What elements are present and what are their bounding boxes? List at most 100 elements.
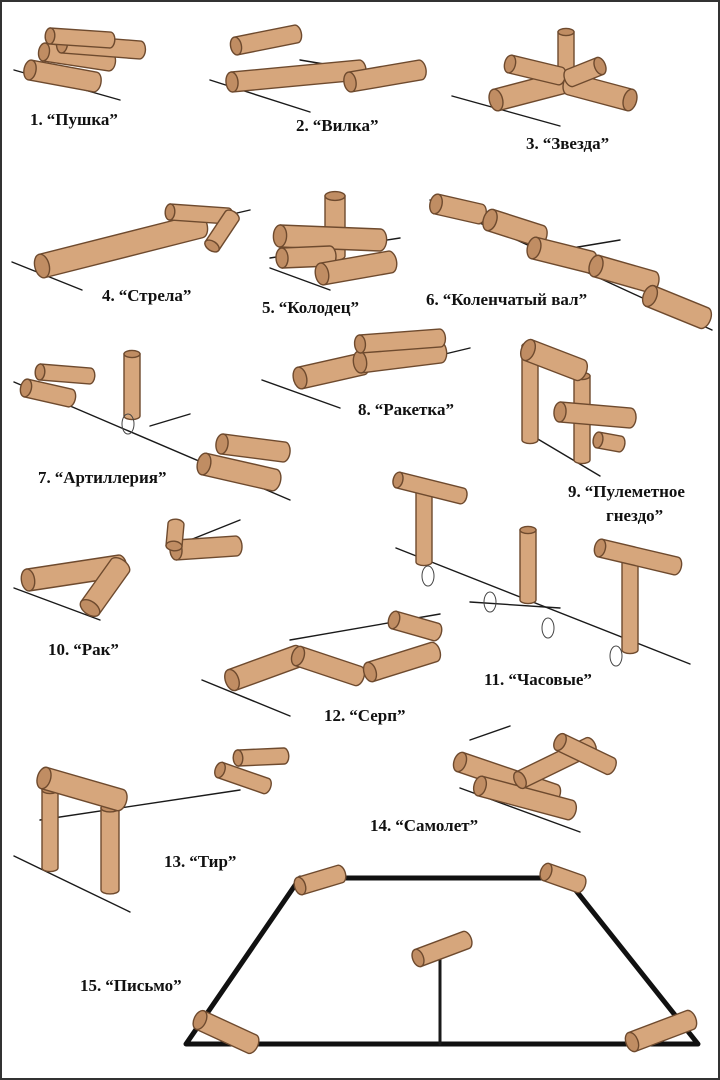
log-end xyxy=(215,433,229,455)
log-body xyxy=(200,452,282,492)
ground-line xyxy=(469,725,511,741)
log-5a xyxy=(272,224,388,252)
log-body xyxy=(627,1009,698,1053)
ground-line xyxy=(13,855,131,913)
post-top xyxy=(123,349,141,359)
log-end xyxy=(196,452,212,476)
log-end xyxy=(314,262,330,286)
log-body xyxy=(413,930,473,968)
log-body xyxy=(395,471,468,505)
log-body xyxy=(48,27,116,49)
log-end xyxy=(290,645,306,667)
ground-line xyxy=(395,547,691,665)
log-9a xyxy=(519,338,589,382)
post-body xyxy=(521,345,539,445)
log-end xyxy=(593,538,607,558)
log-end xyxy=(232,749,244,767)
caption-1: 1.“Пушка” xyxy=(30,110,118,129)
log-end xyxy=(411,948,425,968)
ground-line xyxy=(13,587,101,621)
log-end xyxy=(292,366,308,390)
log-10d xyxy=(165,518,185,552)
log-2c xyxy=(343,59,427,93)
log-6c xyxy=(526,236,598,274)
letter-outline xyxy=(183,875,701,1047)
log-11a xyxy=(392,471,468,505)
log-7b xyxy=(34,363,96,385)
log-end xyxy=(165,540,183,552)
post-7 xyxy=(123,349,141,421)
post-body xyxy=(415,485,433,567)
log-end xyxy=(503,54,517,74)
log-body xyxy=(194,1009,260,1055)
log-7d xyxy=(215,433,291,463)
log-body xyxy=(595,431,626,453)
log-end xyxy=(36,766,52,790)
log-2b xyxy=(229,24,303,56)
log-end xyxy=(23,59,37,81)
log-body xyxy=(80,556,131,616)
log-end xyxy=(488,88,504,112)
log-end xyxy=(482,208,498,232)
ground-line xyxy=(451,95,561,127)
log-body xyxy=(390,610,443,642)
log-9b xyxy=(553,401,637,429)
log-end xyxy=(293,876,307,896)
post-top xyxy=(557,27,575,37)
log-15a xyxy=(293,864,347,896)
log-end xyxy=(204,239,220,253)
log-body xyxy=(27,59,102,93)
log-end xyxy=(593,56,607,76)
caption-3: 3.“Звезда” xyxy=(526,134,610,153)
log-end xyxy=(37,42,51,62)
log-13b xyxy=(214,761,272,795)
log-body xyxy=(597,538,683,576)
log-end xyxy=(526,236,542,260)
log-end xyxy=(641,284,659,308)
caption-4: 4.“Стрела” xyxy=(102,286,192,305)
post-hole-11d xyxy=(609,645,623,667)
log-end xyxy=(34,363,46,381)
log-end xyxy=(33,253,51,279)
caption-12: 12.“Серп” xyxy=(324,706,406,725)
log-body xyxy=(558,401,637,429)
ground-line xyxy=(201,679,291,717)
log-1d xyxy=(44,27,116,49)
post-hole-11a xyxy=(421,565,435,587)
log-end xyxy=(592,431,604,449)
ground-line xyxy=(261,379,341,409)
log-body xyxy=(296,864,347,896)
log-14b xyxy=(472,775,577,821)
log-body xyxy=(278,224,388,252)
ground-line xyxy=(469,601,561,609)
log-3d xyxy=(563,56,607,88)
caption-2: 2.“Вилка” xyxy=(296,116,379,135)
log-end xyxy=(224,668,240,692)
post-13b xyxy=(100,803,120,895)
caption-9-line2: гнездо” xyxy=(606,506,664,525)
log-6a xyxy=(429,193,487,225)
log-body xyxy=(165,518,185,548)
caption-8: 8.“Ракетка” xyxy=(358,400,454,419)
log-15b xyxy=(539,862,587,894)
caption-9: 9.“Пулеметное xyxy=(568,482,685,501)
ground-line xyxy=(269,267,331,291)
log-end xyxy=(44,27,56,45)
post-top xyxy=(324,190,346,202)
log-body xyxy=(319,250,398,286)
log-body xyxy=(366,641,442,683)
log-10b xyxy=(79,556,131,618)
log-end xyxy=(622,88,638,112)
log-end xyxy=(519,338,537,362)
ground-line xyxy=(39,789,241,821)
log-4a xyxy=(33,213,209,279)
log-end xyxy=(225,71,239,93)
post-body xyxy=(41,789,59,873)
log-end xyxy=(387,610,401,630)
log-9c xyxy=(592,431,626,453)
log-end xyxy=(429,193,443,215)
post-body xyxy=(621,559,639,655)
log-6e xyxy=(641,284,713,330)
log-end xyxy=(588,254,604,278)
